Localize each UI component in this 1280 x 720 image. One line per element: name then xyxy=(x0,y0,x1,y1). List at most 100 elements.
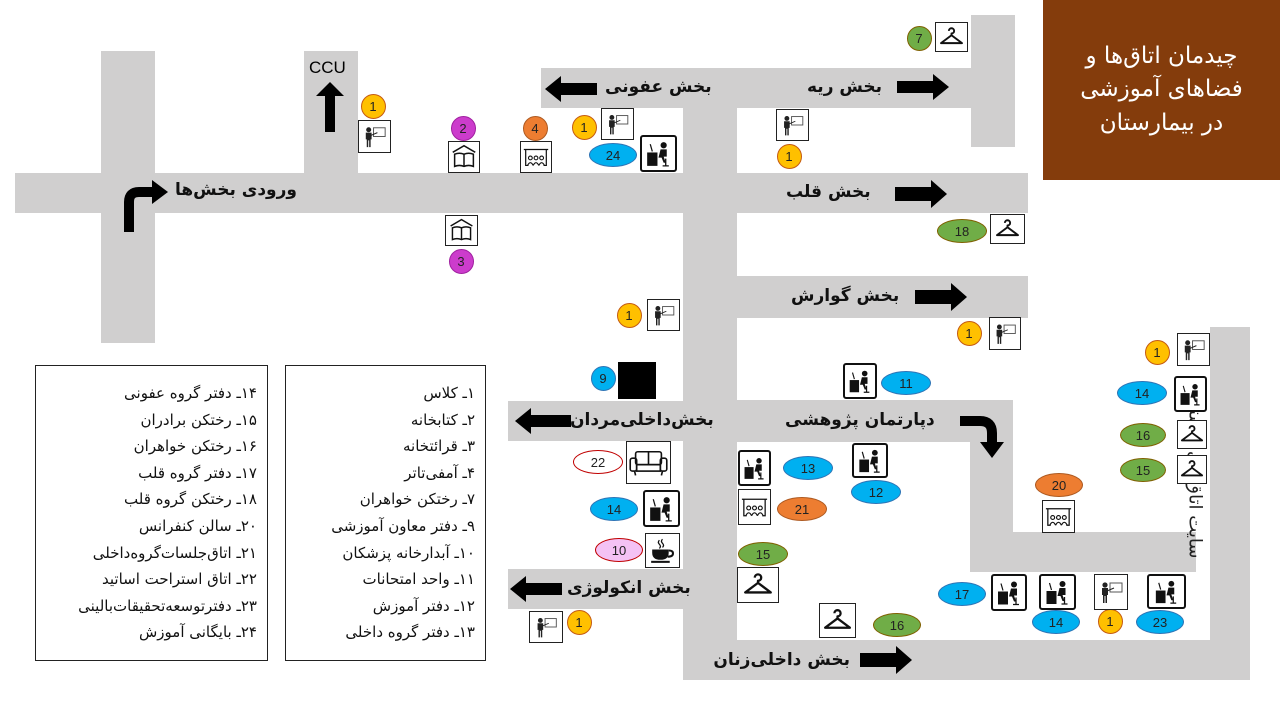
room-number-badge: 22 xyxy=(573,450,623,474)
desk-icon xyxy=(738,450,771,486)
desk-icon xyxy=(991,574,1027,611)
corridor-central-vertical xyxy=(683,68,737,680)
room-number-badge: 15 xyxy=(1120,458,1166,482)
sofa-icon xyxy=(626,441,671,484)
room-number-badge: 1 xyxy=(1144,339,1170,365)
legend-item: ۱۶ـ رختکن خواهران xyxy=(133,437,257,456)
room-number-badge: 1 xyxy=(566,609,592,635)
ccu-label: CCU xyxy=(309,58,346,77)
room-number-badge: 10 xyxy=(595,538,643,562)
room-number-badge: 14 xyxy=(1032,610,1080,634)
library-icon xyxy=(448,141,480,173)
coffee-icon xyxy=(645,533,680,568)
legend-item: ۳ـ قرائتخانه xyxy=(402,437,475,456)
room-number-badge: 16 xyxy=(873,613,921,637)
legend-item: ۱۵ـ رختکن برادران xyxy=(140,410,257,429)
desk-icon xyxy=(640,135,677,172)
room-number-badge: 11 xyxy=(881,371,931,395)
hanger-icon xyxy=(990,214,1025,244)
corridor-bottom xyxy=(683,640,1250,680)
oncology-label: بخش انکولوژی xyxy=(567,578,691,598)
room-number-badge: 18 xyxy=(937,219,987,243)
corridor-research-bottom xyxy=(970,532,1196,572)
legend-item: ۱۴ـ دفتر گروه عفونی xyxy=(124,384,257,402)
page-title: چیدمان اتاق‌ها و فضاهای آموزشی در بیمارستا… xyxy=(1043,0,1280,180)
classroom-icon xyxy=(1177,333,1210,366)
hanger-icon xyxy=(935,22,968,52)
room-number-badge: 7 xyxy=(906,25,932,51)
entrance-label: ورودی بخش‌ها xyxy=(175,180,297,200)
room-number-badge: 14 xyxy=(590,497,638,521)
title-line: در بیمارستان xyxy=(1099,109,1224,136)
legend-item: ۱۲ـ دفتر آموزش xyxy=(372,596,475,615)
room-number-badge: 17 xyxy=(938,582,986,606)
room-number-badge: 1 xyxy=(956,320,982,346)
room-number-badge: 3 xyxy=(448,248,474,274)
room-number-badge: 1 xyxy=(616,302,642,328)
room-number-badge: 15 xyxy=(738,542,788,566)
theater-icon xyxy=(520,141,552,173)
corridor-main-horizontal xyxy=(15,173,1028,213)
room-number-badge: 1 xyxy=(360,93,386,119)
legend-item: ۲۳ـ دفترتوسعه‌تحقیقات‌بالینی xyxy=(78,596,257,615)
arrow-up-icon xyxy=(316,82,344,132)
turn-right-arrow-icon xyxy=(124,180,168,232)
title-line: چیدمان اتاق‌ها و xyxy=(1085,42,1238,69)
arrow-right-icon xyxy=(860,646,912,674)
pulmonary-label: بخش ریه xyxy=(807,77,883,97)
corridor-nursing xyxy=(1210,327,1250,680)
legend-item: ۹ـ دفتر معاون آموزشی xyxy=(331,516,475,535)
room-number-badge: 14 xyxy=(1117,381,1167,405)
arrow-left-icon xyxy=(515,408,571,434)
legend-item: ۱ـ کلاس xyxy=(423,384,475,402)
classroom-icon xyxy=(601,108,634,140)
room-number-badge: 2 xyxy=(450,115,476,141)
arrow-left-icon xyxy=(510,576,562,602)
arrow-right-icon xyxy=(897,74,949,100)
desk-icon xyxy=(852,443,888,478)
turn-down-arrow-icon xyxy=(960,416,1004,458)
legend-item: ۱۸ـ رختکن گروه قلب xyxy=(124,490,257,509)
room-number-badge: 23 xyxy=(1136,610,1184,634)
classroom-icon xyxy=(358,120,391,153)
gastro-label: بخش گوارش xyxy=(791,286,900,306)
desk-icon xyxy=(843,363,877,399)
arrow-left-icon xyxy=(545,76,597,102)
legend-item: ۷ـ رختکن خواهران xyxy=(359,490,475,509)
theater-icon xyxy=(738,489,771,525)
legend-item: ۱۰ـ آبدارخانه پزشکان xyxy=(342,543,475,562)
desk-icon xyxy=(1147,574,1186,609)
corridor-top-right xyxy=(971,15,1015,147)
legend-item: ۱۷ـ دفتر گروه قلب xyxy=(138,463,257,482)
arrow-right-icon xyxy=(895,180,947,208)
title-line: فضاهای آموزشی xyxy=(1080,76,1243,103)
internal-men-label: بخش‌داخلی‌مردان xyxy=(570,410,714,430)
legend-item: ۲۲ـ اتاق استراحت اساتید xyxy=(102,570,257,589)
theater-icon xyxy=(1042,500,1075,533)
legend-item: ۲۱ـ اتاق‌جلسات‌گروه‌داخلی xyxy=(92,543,257,562)
classroom-icon xyxy=(529,611,563,643)
research-label: دپارتمان پژوهشی xyxy=(785,410,935,430)
room-number-badge: 1 xyxy=(571,114,597,140)
desk-icon xyxy=(1039,574,1076,610)
arrow-right-icon xyxy=(915,283,967,311)
room-number-badge: 24 xyxy=(589,143,637,167)
legend-item: ۲ـ کتابخانه xyxy=(410,410,475,429)
internal-women-label: بخش داخلی‌زنان xyxy=(713,650,850,670)
room-number-badge: 1 xyxy=(1097,608,1123,634)
hanger-icon xyxy=(1177,420,1207,449)
legend-item: ۲۴ـ بایگانی آموزش xyxy=(138,623,257,642)
classroom-icon xyxy=(1094,574,1128,610)
classroom-icon xyxy=(776,109,809,141)
hanger-icon xyxy=(1177,455,1207,484)
desk-icon xyxy=(1174,376,1207,412)
classroom-icon xyxy=(989,317,1021,350)
legend-item: ۲۰ـ سالن کنفرانس xyxy=(138,516,257,535)
corridor-gastro xyxy=(737,276,1028,318)
room-number-badge: 9 xyxy=(590,365,616,391)
cardiac-label: بخش قلب xyxy=(786,182,871,202)
room-number-badge: 20 xyxy=(1035,473,1083,497)
room-number-badge: 13 xyxy=(783,456,833,480)
hanger-icon xyxy=(819,603,856,638)
